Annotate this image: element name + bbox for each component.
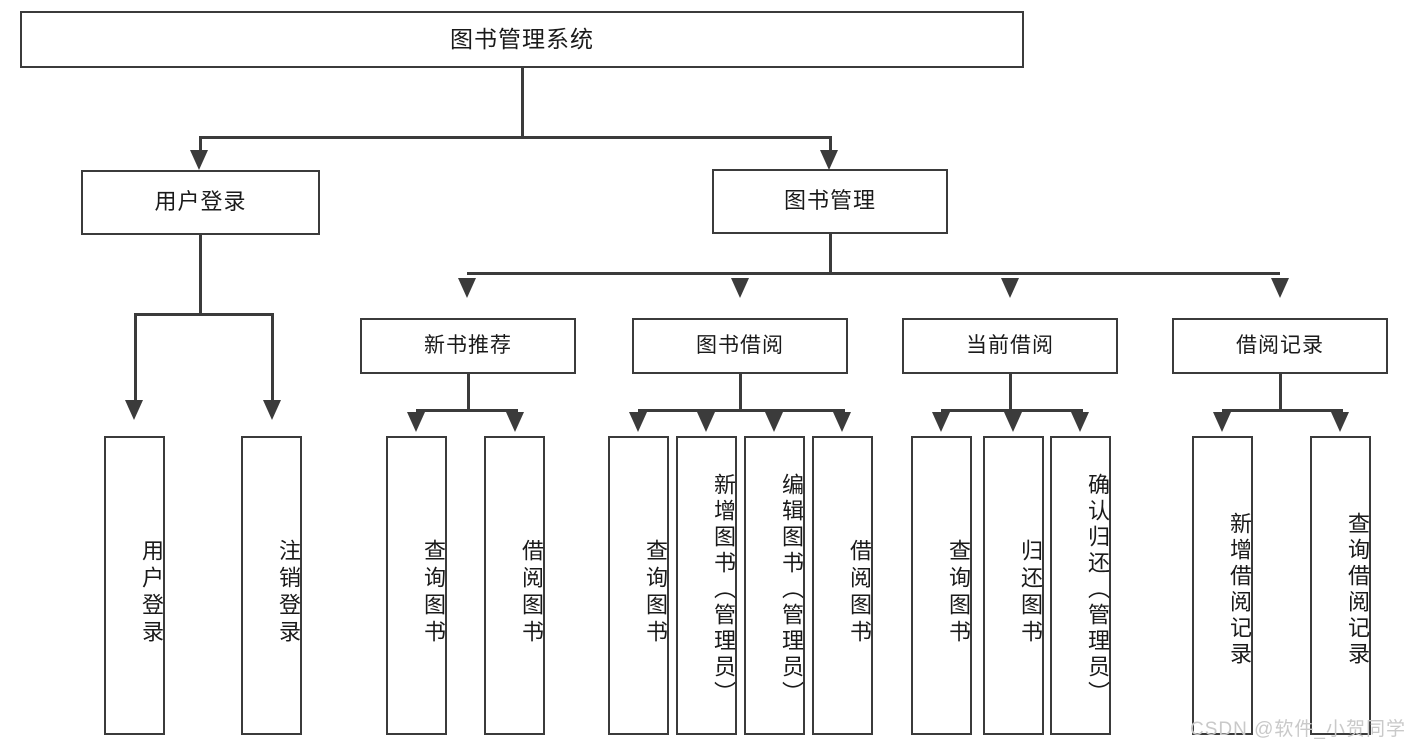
connector-root-stem bbox=[521, 68, 524, 138]
node-leaf-2[interactable]: 查询图书 bbox=[386, 436, 447, 735]
node-level2-1[interactable]: 图书借阅 bbox=[632, 318, 848, 374]
connector-group-1-stem bbox=[739, 374, 742, 409]
arrow-group-0-0 bbox=[407, 412, 425, 432]
arrow-group-2-1 bbox=[1004, 412, 1022, 432]
node-label: 查询图书 bbox=[643, 538, 668, 647]
arrow-login-1 bbox=[263, 400, 281, 420]
arrow-group-3-1 bbox=[1331, 412, 1349, 432]
arrow-level2-2 bbox=[1001, 278, 1019, 298]
node-label: 注销登录 bbox=[276, 538, 301, 647]
connector-group-2-drop-1 bbox=[1013, 409, 1016, 413]
node-label: 借阅图书 bbox=[519, 538, 544, 647]
connector-level1-bar bbox=[199, 136, 831, 139]
connector-group-0-drop-1 bbox=[515, 409, 518, 413]
arrow-level2-1 bbox=[731, 278, 749, 298]
arrow-level2-3 bbox=[1271, 278, 1289, 298]
connector-group-1-drop-3 bbox=[842, 409, 845, 413]
arrow-group-1-3 bbox=[833, 412, 851, 432]
node-label: 借阅记录 bbox=[1236, 334, 1324, 358]
connector-login-stem bbox=[199, 235, 202, 313]
connector-login-drop-1 bbox=[271, 313, 274, 400]
node-leaf-7[interactable]: 借阅图书 bbox=[812, 436, 873, 735]
node-label: 用户登录 bbox=[139, 538, 164, 647]
node-leaf-8[interactable]: 查询图书 bbox=[911, 436, 972, 735]
arrow-level2-0 bbox=[458, 278, 476, 298]
connector-group-1-drop-2 bbox=[774, 409, 777, 413]
arrow-level1-0 bbox=[190, 150, 208, 170]
watermark: CSDN @软件_小贺同学 bbox=[1190, 719, 1405, 740]
arrow-login-0 bbox=[125, 400, 143, 420]
arrow-group-1-2 bbox=[765, 412, 783, 432]
connector-group-3-stem bbox=[1279, 374, 1282, 409]
connector-group-3-drop-1 bbox=[1340, 409, 1343, 413]
node-leaf-0[interactable]: 用户登录 bbox=[104, 436, 165, 735]
node-label: 归还图书 bbox=[1018, 538, 1043, 647]
connector-group-0-drop-0 bbox=[416, 409, 419, 413]
connector-group-0-bar bbox=[416, 409, 515, 412]
node-label: 当前借阅 bbox=[966, 334, 1054, 358]
node-leaf-6[interactable]: 编辑图书（管理员） bbox=[744, 436, 805, 735]
node-label: 借阅图书 bbox=[847, 538, 872, 647]
connector-group-0-stem bbox=[467, 374, 470, 409]
connector-level2-bar bbox=[467, 272, 1280, 275]
node-label: 用户登录 bbox=[154, 189, 247, 215]
node-leaf-10[interactable]: 确认归还（管理员） bbox=[1050, 436, 1111, 735]
node-label: 图书管理 bbox=[783, 188, 876, 214]
connector-group-2-bar bbox=[941, 409, 1080, 412]
node-leaf-9[interactable]: 归还图书 bbox=[983, 436, 1044, 735]
connector-level1-drop-1 bbox=[829, 136, 832, 150]
connector-level1-drop-0 bbox=[199, 136, 202, 150]
node-leaf-12[interactable]: 查询借阅记录 bbox=[1310, 436, 1371, 735]
node-label: 图书管理系统 bbox=[450, 25, 594, 52]
node-label: 新书推荐 bbox=[424, 334, 512, 358]
node-leaf-5[interactable]: 新增图书（管理员） bbox=[676, 436, 737, 735]
arrow-group-2-0 bbox=[932, 412, 950, 432]
arrow-group-0-1 bbox=[506, 412, 524, 432]
connector-login-bar bbox=[134, 313, 272, 316]
node-label: 图书借阅 bbox=[696, 334, 784, 358]
node-level1-1[interactable]: 图书管理 bbox=[712, 169, 948, 234]
arrow-level1-1 bbox=[820, 150, 838, 170]
node-label: 查询图书 bbox=[421, 538, 446, 647]
connector-group-1-drop-1 bbox=[706, 409, 709, 413]
connector-group-3-bar bbox=[1222, 409, 1340, 412]
connector-group-1-bar bbox=[638, 409, 842, 412]
node-leaf-4[interactable]: 查询图书 bbox=[608, 436, 669, 735]
node-level1-0[interactable]: 用户登录 bbox=[81, 170, 320, 235]
arrow-group-3-0 bbox=[1213, 412, 1231, 432]
node-level2-2[interactable]: 当前借阅 bbox=[902, 318, 1118, 374]
node-label: 确认归还（管理员） bbox=[1085, 472, 1110, 707]
connector-group-2-stem bbox=[1009, 374, 1012, 409]
connector-login-drop-0 bbox=[134, 313, 137, 400]
node-leaf-1[interactable]: 注销登录 bbox=[241, 436, 302, 735]
node-leaf-11[interactable]: 新增借阅记录 bbox=[1192, 436, 1253, 735]
connector-bookmgmt-stem bbox=[829, 234, 832, 272]
node-level2-3[interactable]: 借阅记录 bbox=[1172, 318, 1388, 374]
node-label: 新增图书（管理员） bbox=[711, 472, 736, 707]
connector-group-3-drop-0 bbox=[1222, 409, 1225, 413]
arrow-group-1-1 bbox=[697, 412, 715, 432]
node-root[interactable]: 图书管理系统 bbox=[20, 11, 1024, 68]
node-label: 新增借阅记录 bbox=[1227, 511, 1252, 668]
node-label: 编辑图书（管理员） bbox=[779, 472, 804, 707]
arrow-group-1-0 bbox=[629, 412, 647, 432]
connector-group-2-drop-2 bbox=[1080, 409, 1083, 413]
connector-group-1-drop-0 bbox=[638, 409, 641, 413]
arrow-group-2-2 bbox=[1071, 412, 1089, 432]
node-label: 查询图书 bbox=[946, 538, 971, 647]
node-level2-0[interactable]: 新书推荐 bbox=[360, 318, 576, 374]
node-label: 查询借阅记录 bbox=[1345, 511, 1370, 668]
connector-group-2-drop-0 bbox=[941, 409, 944, 413]
node-leaf-3[interactable]: 借阅图书 bbox=[484, 436, 545, 735]
